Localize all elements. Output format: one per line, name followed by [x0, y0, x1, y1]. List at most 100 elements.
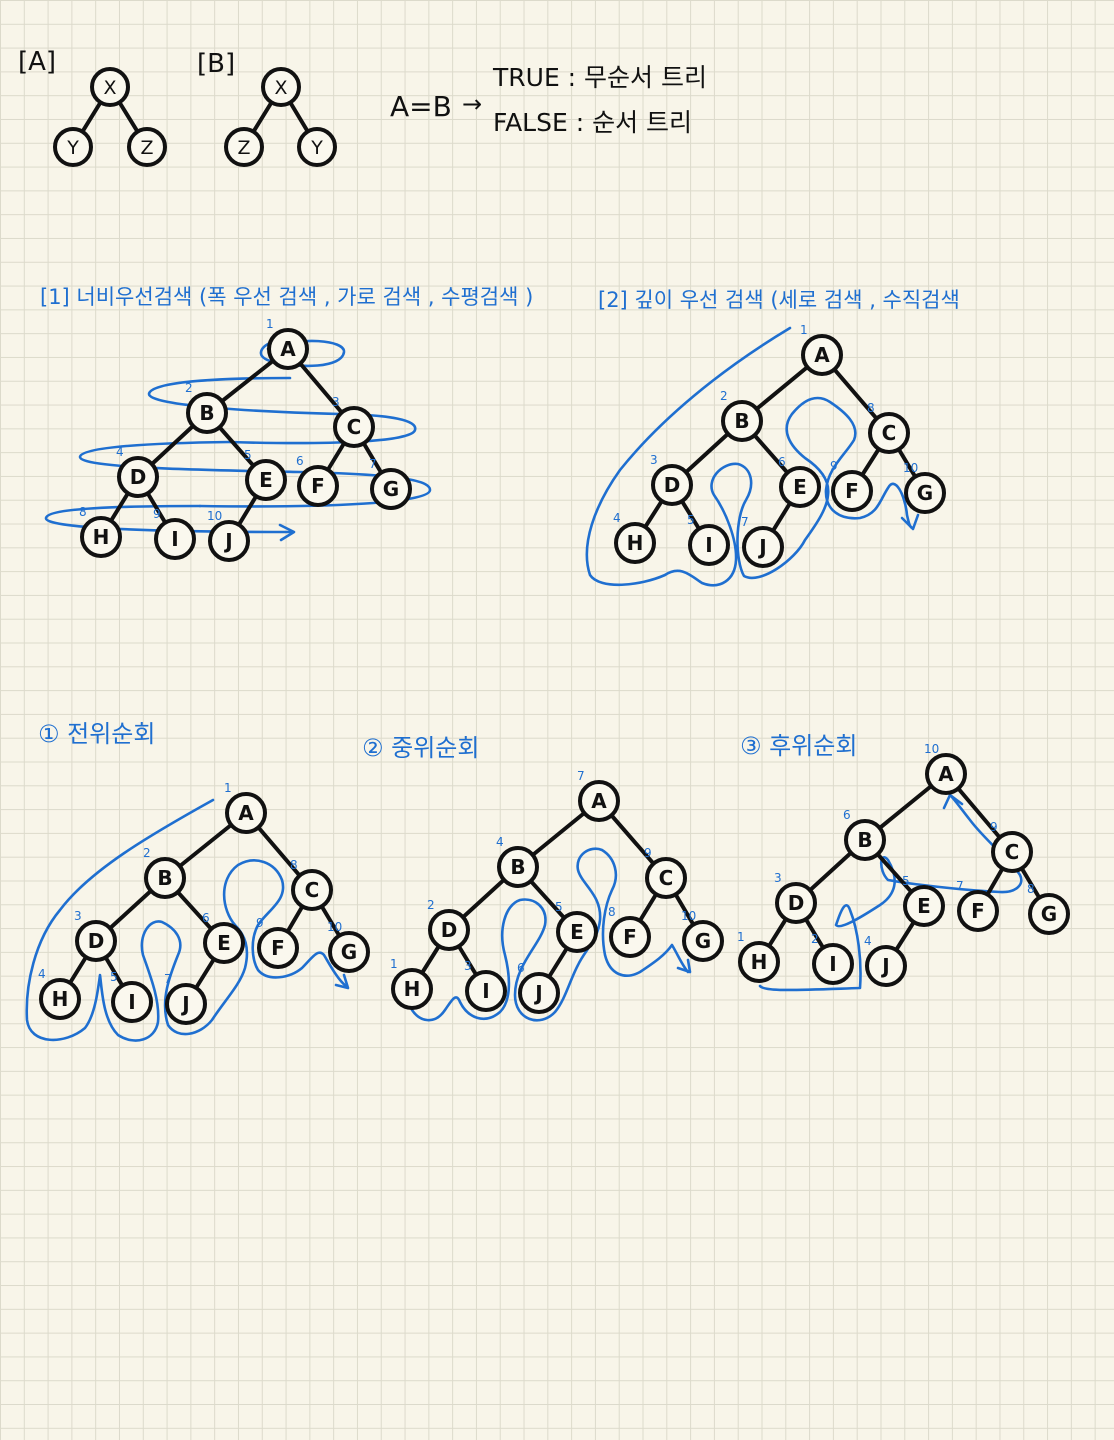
dfs-arrowhead	[900, 513, 920, 531]
postorder-node-B-label: B	[857, 828, 872, 852]
dfs-node-H	[614, 522, 656, 564]
inorder-node-A	[578, 780, 620, 822]
inorder-node-I-label: I	[482, 979, 489, 1003]
bfs-sweep-arrowhead	[278, 523, 296, 542]
postorder-node-J-label: J	[880, 954, 889, 978]
postorder-node-D	[775, 882, 817, 924]
preorder-node-G	[328, 931, 370, 973]
equation: A=B	[390, 90, 452, 123]
dfs-node-E-label: E	[793, 475, 807, 499]
bfs-node-G-label: G	[383, 477, 399, 501]
dfs-node-D-label: D	[664, 473, 681, 497]
postorder-order-E: 5	[902, 874, 910, 888]
bfs-node-J	[208, 520, 250, 562]
inorder-order-G: 10	[681, 909, 696, 923]
inorder-contour-strokes	[410, 847, 692, 1022]
inorder-node-C-label: C	[659, 866, 674, 890]
dfs-node-A-label: A	[814, 343, 830, 367]
postorder-node-H-label: H	[751, 950, 768, 974]
dfs-node-C	[868, 412, 910, 454]
tree-a-right	[127, 127, 167, 167]
inorder-order-B: 4	[496, 835, 504, 849]
preorder-order-C: 8	[290, 858, 298, 872]
preorder-arrowhead	[334, 973, 350, 990]
dfs-order-F: 9	[830, 459, 838, 473]
postorder-order-H: 1	[737, 930, 745, 944]
inorder-node-D	[428, 909, 470, 951]
tree-b-left	[224, 127, 264, 167]
bfs-node-D	[117, 456, 159, 498]
dfs-node-E	[779, 466, 821, 508]
tree-b-right-label: Y	[310, 137, 323, 159]
dfs-order-H: 4	[613, 511, 621, 525]
bfs-node-I-label: I	[171, 527, 178, 551]
bfs-sweep-level-0	[259, 339, 346, 368]
preorder-node-E-label: E	[217, 931, 231, 955]
tree-b-right	[297, 127, 337, 167]
postorder-order-C: 9	[990, 820, 998, 834]
preorder-node-A	[225, 792, 267, 834]
postorder-node-E	[903, 885, 945, 927]
dfs-node-D	[651, 464, 693, 506]
tree-a-left-label: Y	[66, 137, 79, 159]
true-line: TRUE : 무순서 트리	[492, 63, 707, 92]
preorder-contour	[25, 798, 348, 1042]
bfs-sweep-strokes	[44, 339, 432, 542]
inorder-node-E	[556, 911, 598, 953]
inorder-node-J	[518, 972, 560, 1014]
preorder-node-D-label: D	[88, 929, 105, 953]
bfs-order-J: 10	[207, 509, 222, 523]
inorder-order-D: 2	[427, 898, 435, 912]
dfs-node-G	[904, 472, 946, 514]
inorder-order-E: 5	[555, 900, 563, 914]
inorder-order-H: 1	[390, 957, 398, 971]
dfs-node-F-label: F	[845, 479, 859, 503]
inorder-node-C	[645, 857, 687, 899]
dfs-node-J-label: J	[757, 535, 766, 559]
postorder-node-A	[925, 753, 967, 795]
bfs-node-F	[297, 465, 339, 507]
dfs-contour	[585, 326, 915, 587]
tree-a-root	[90, 67, 130, 107]
dfs-node-G-label: G	[917, 481, 933, 505]
postorder-node-A-label: A	[938, 762, 954, 786]
preorder-node-I	[111, 981, 153, 1023]
postorder-node-F-label: F	[971, 899, 985, 923]
preorder-order-D: 3	[74, 909, 82, 923]
bfs-order-B: 2	[185, 381, 193, 395]
dfs-node-B	[721, 400, 763, 442]
postorder-order-J: 4	[864, 934, 872, 948]
postorder-order-I: 2	[811, 932, 819, 946]
postorder-node-H	[738, 941, 780, 983]
preorder-node-H	[39, 978, 81, 1020]
tree-b-root-label: X	[274, 77, 287, 99]
postorder-node-E-label: E	[917, 894, 931, 918]
bfs-node-F-label: F	[311, 474, 325, 498]
preorder-node-G-label: G	[341, 940, 357, 964]
preorder-title: ① 전위순회	[38, 720, 155, 748]
preorder-node-F	[257, 927, 299, 969]
preorder-order-I: 5	[110, 970, 118, 984]
postorder-order-F: 7	[956, 879, 964, 893]
postorder-node-G-label: G	[1041, 902, 1057, 926]
inorder-node-D-label: D	[441, 918, 458, 942]
bfs-node-C-label: C	[347, 415, 362, 439]
dfs-contour-strokes	[585, 326, 920, 587]
dfs-node-H-label: H	[627, 531, 644, 555]
preorder-node-C	[291, 869, 333, 911]
postorder-order-B: 6	[843, 808, 851, 822]
preorder-order-J: 7	[164, 972, 172, 986]
preorder-node-C-label: C	[305, 878, 320, 902]
postorder-arrowhead	[942, 793, 964, 810]
false-line: FALSE : 순서 트리	[493, 108, 692, 137]
bfs-node-B-label: B	[199, 401, 214, 425]
preorder-node-B-label: B	[157, 866, 172, 890]
preorder-node-H-label: H	[52, 987, 69, 1011]
preorder-node-E	[203, 922, 245, 964]
dfs-node-J	[742, 526, 784, 568]
bfs-node-G	[370, 468, 412, 510]
